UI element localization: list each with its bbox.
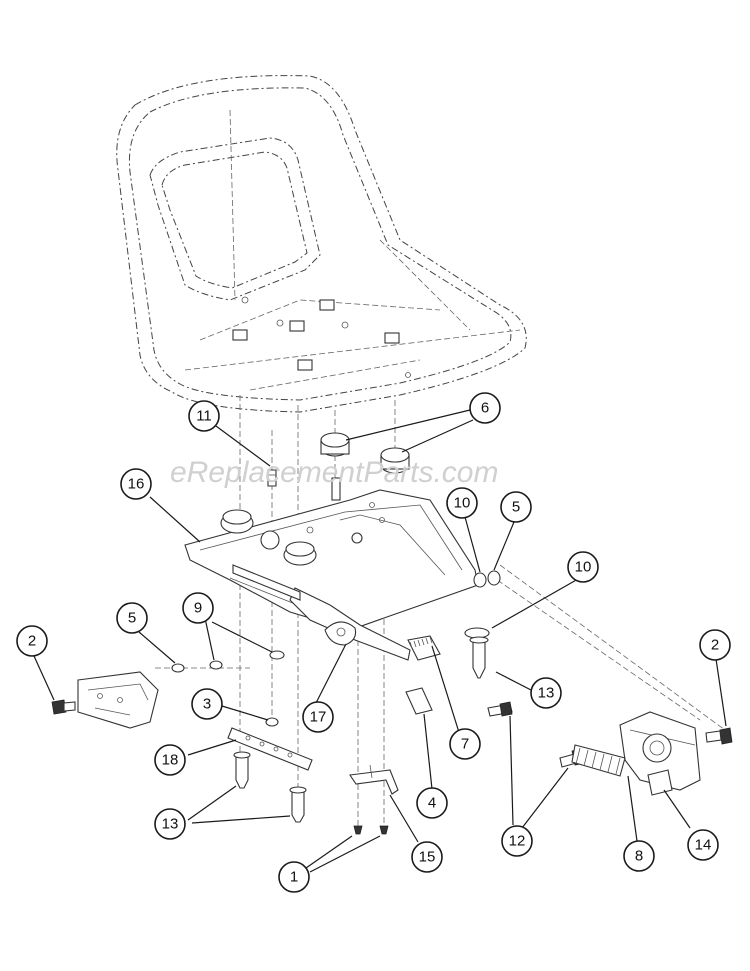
callouts: 11 6 16 10 5 10 5 9	[16, 392, 731, 893]
callout-14: 14	[687, 829, 719, 861]
isolators	[320, 432, 410, 474]
callout-16: 16	[120, 468, 152, 500]
callout-7-label: 7	[461, 736, 469, 753]
left-bracket	[51, 650, 285, 729]
callout-8-label: 8	[635, 848, 643, 865]
callout-3-label: 3	[203, 696, 211, 713]
callout-13-right-label: 13	[538, 685, 555, 702]
callout-9-left-label: 9	[194, 600, 202, 617]
callout-5-left-label: 5	[128, 610, 136, 627]
callout-1: 1	[278, 861, 310, 893]
callout-12-label: 12	[509, 833, 526, 850]
watermark-text: eReplacementParts.com	[170, 456, 498, 489]
callout-5-right-label: 5	[512, 499, 520, 516]
callout-3: 3	[191, 688, 223, 720]
left-hardware	[227, 717, 313, 823]
callout-15-label: 15	[419, 849, 436, 866]
callout-17-label: 17	[310, 709, 327, 726]
callout-2-left-label: 2	[28, 633, 36, 650]
callout-13-right: 13	[530, 677, 562, 709]
leader-lines	[33, 409, 727, 873]
seat-drawing	[116, 75, 527, 413]
seat-pan-bracket	[184, 469, 479, 661]
callout-10-label: 10	[575, 559, 592, 576]
callout-9-right: 10	[446, 487, 478, 519]
callout-5-left: 5	[116, 602, 148, 634]
callout-14-label: 14	[695, 837, 712, 854]
callout-11: 11	[188, 400, 220, 432]
callout-11-label: 11	[196, 408, 212, 425]
callout-2-right: 2	[699, 629, 731, 661]
callout-5-right: 5	[500, 491, 532, 523]
callout-18-label: 18	[162, 752, 179, 769]
callout-6: 6	[469, 392, 501, 424]
callout-1-label: 1	[290, 869, 298, 886]
callout-7: 7	[449, 728, 481, 760]
callout-9-left: 9	[182, 592, 214, 624]
callout-2-right-label: 2	[711, 637, 719, 654]
callout-10: 10	[567, 551, 599, 583]
callout-13-left-label: 13	[162, 816, 179, 833]
callout-4-label: 4	[428, 795, 436, 812]
right-hardware	[464, 570, 586, 768]
callout-8: 8	[623, 840, 655, 872]
center-hardware	[349, 635, 441, 835]
callout-6-label: 6	[481, 400, 489, 417]
callout-15: 15	[411, 841, 443, 873]
callout-4: 4	[416, 787, 448, 819]
callout-18: 18	[154, 744, 186, 776]
right-bracket	[571, 711, 733, 796]
callout-9-right-label: 10	[454, 495, 471, 512]
callout-17: 17	[302, 701, 334, 733]
callout-2-left: 2	[16, 625, 48, 657]
callout-16-label: 16	[128, 476, 145, 493]
callout-13-left: 13	[154, 808, 186, 840]
callout-12: 12	[501, 825, 533, 857]
